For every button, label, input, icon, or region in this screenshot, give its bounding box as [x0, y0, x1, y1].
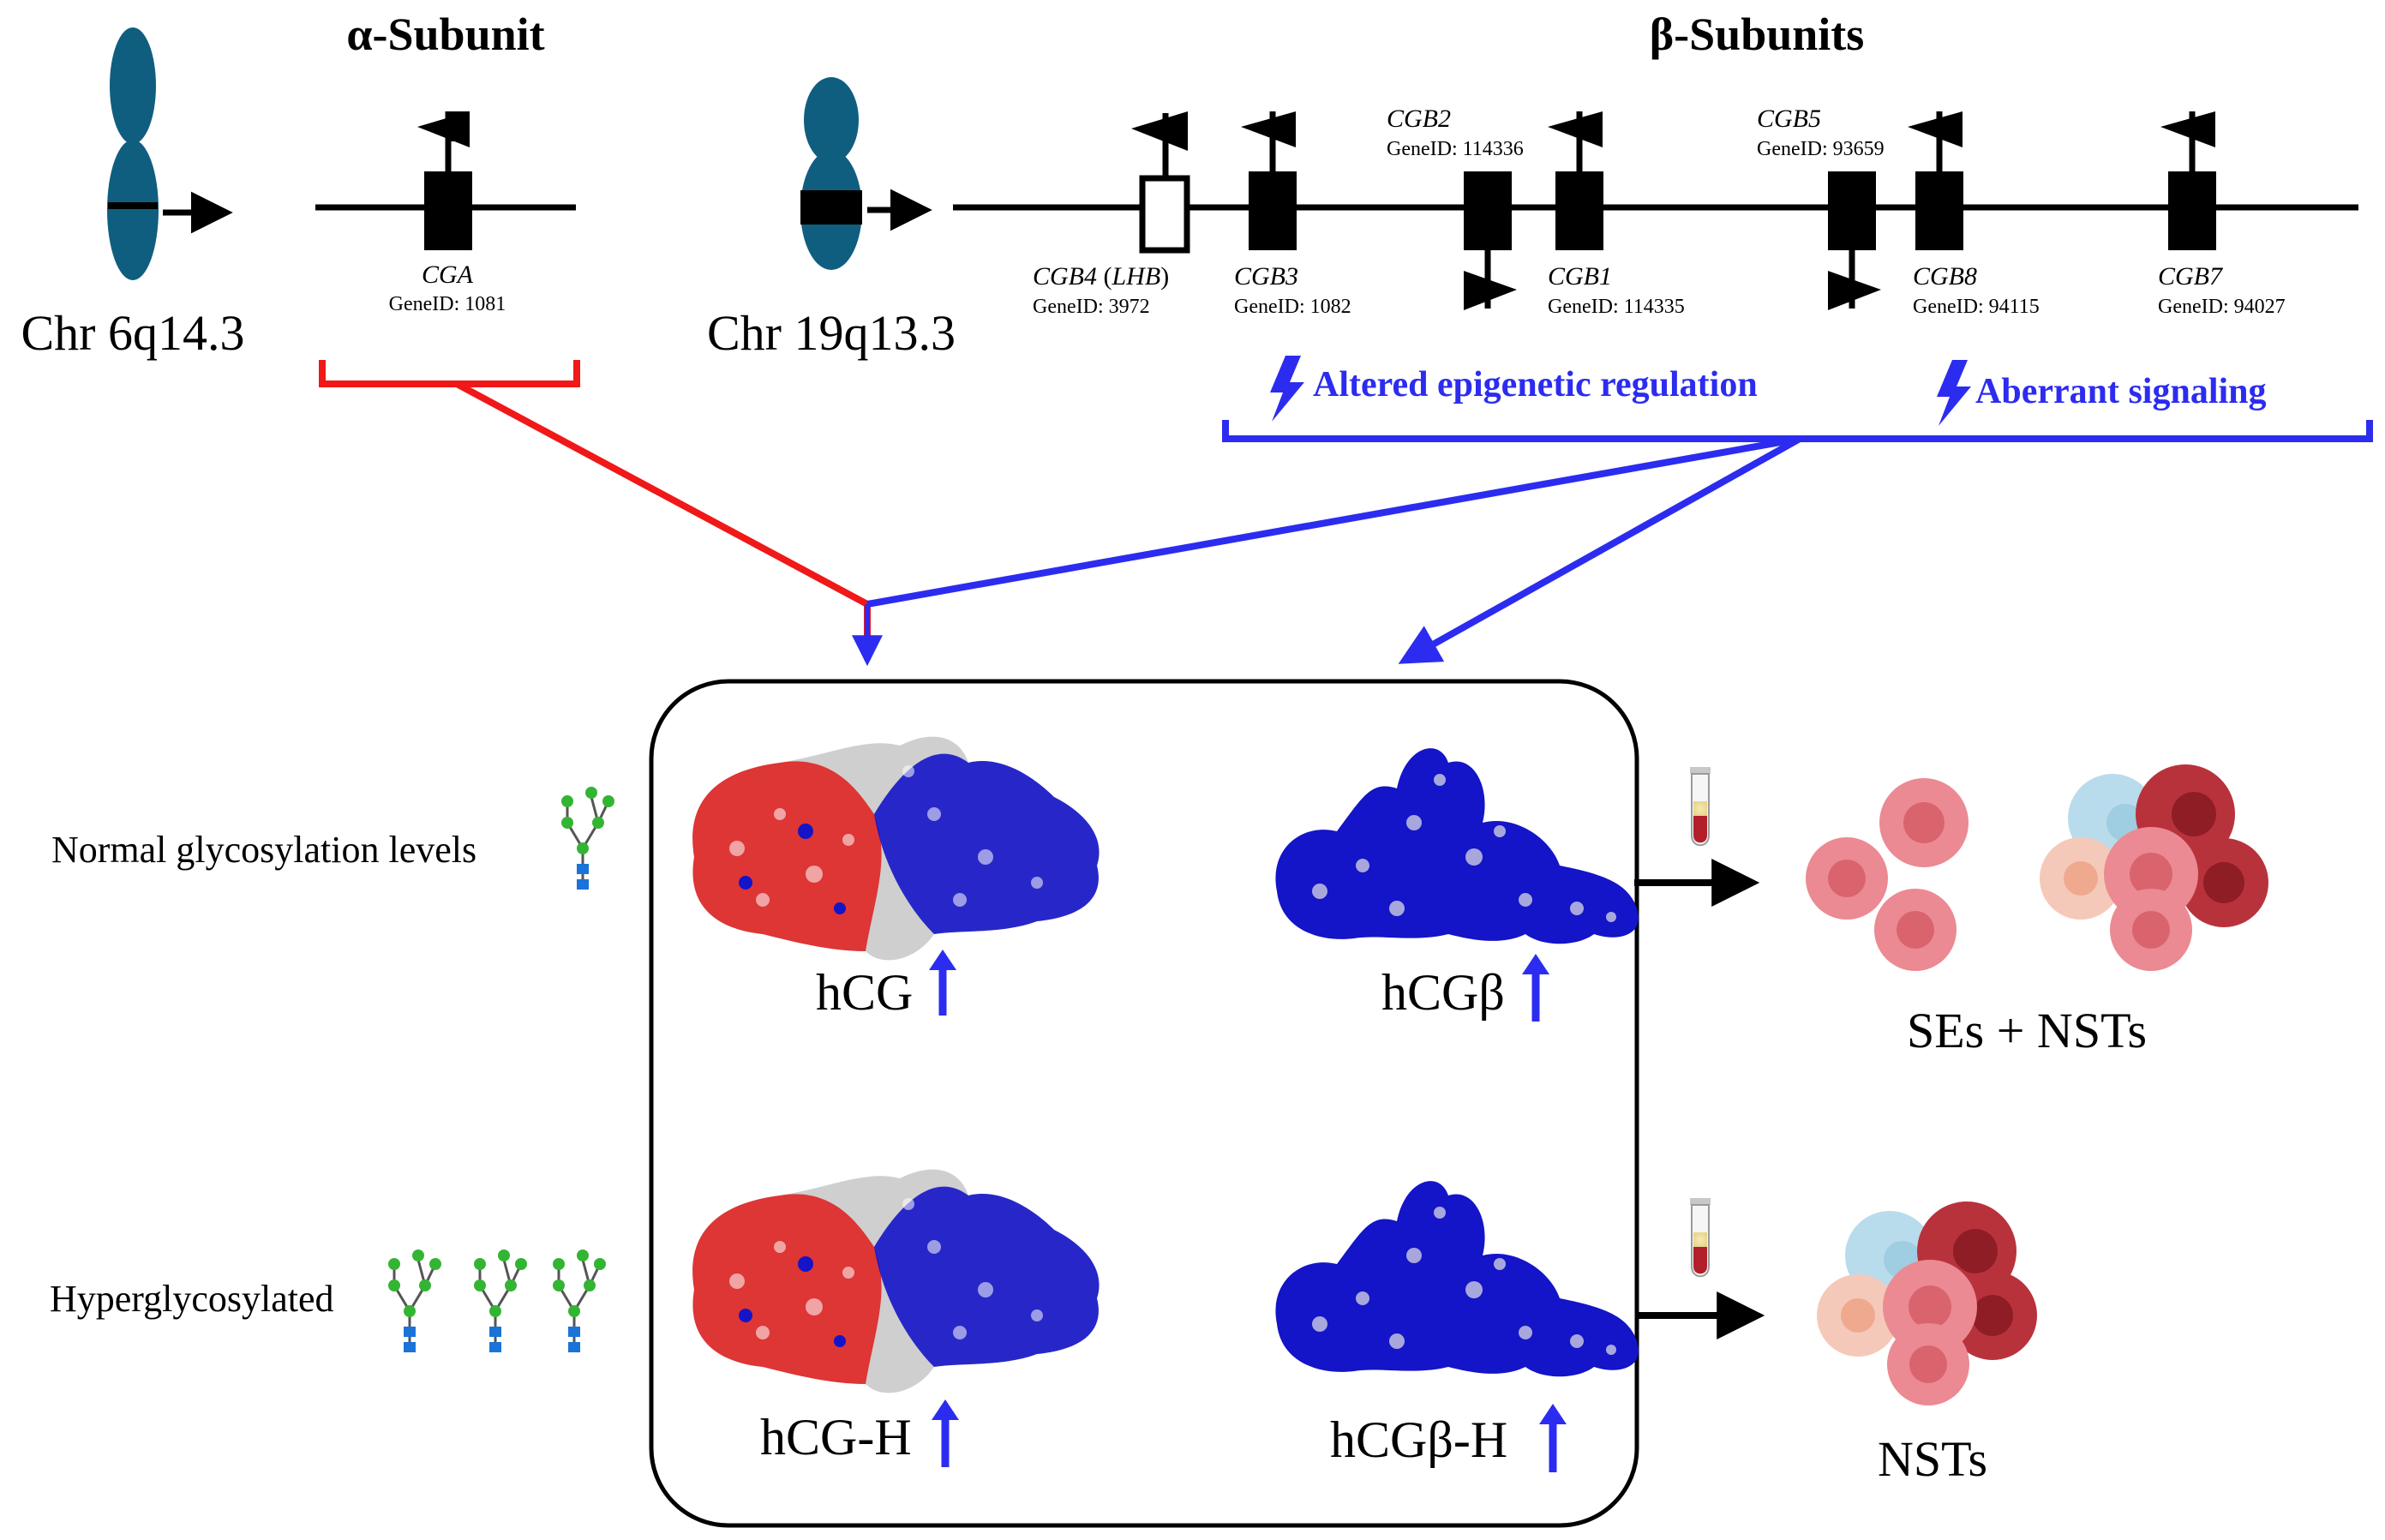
aberrant-signaling-label: Aberrant signaling: [1975, 372, 2267, 411]
epigenetic-regulation-label: Altered epigenetic regulation: [1313, 365, 1758, 404]
cgb3-gene-name: CGB3: [1234, 262, 1298, 291]
hcg-label: hCG: [816, 964, 913, 1021]
chromosome-19-icon: [800, 77, 862, 270]
hcg-h-label: hCG-H: [760, 1409, 912, 1465]
alpha-heading: α-Subunit: [346, 9, 544, 60]
up-arrow-icon: [932, 1399, 959, 1467]
outcome-label-hyper: NSTs: [1878, 1431, 1987, 1487]
blood-tube-icon: [1690, 1198, 1711, 1278]
beta-to-hcg-line: [866, 435, 1801, 608]
alpha-subunit-section: α-Subunit Chr 6q14.3 CGA GeneID: 1081: [21, 9, 580, 387]
chromosome-6-icon: [107, 27, 159, 280]
outcome-label-normal: SEs + NSTs: [1907, 1003, 2147, 1058]
up-arrow-icon: [929, 950, 956, 1016]
up-arrow-icon: [1539, 1404, 1567, 1472]
hcgb-h-label: hCGβ-H: [1330, 1411, 1507, 1468]
hcg-protein-structure: [692, 736, 1100, 961]
glycan-icon: [474, 1249, 527, 1352]
row-normal-glycosylation: Normal glycosylation levels hCG hCGβ: [51, 736, 2268, 1058]
alpha-bracket: [319, 360, 580, 387]
hormone-panel: [649, 679, 1639, 1528]
cgb3-gene-id: GeneID: 1082: [1234, 296, 1351, 318]
glycan-icon: [388, 1249, 441, 1352]
row-label-normal: Normal glycosylation levels: [51, 829, 476, 871]
cgb5-gene-name: CGB5: [1757, 105, 1821, 133]
alpha-to-hcg-line: [455, 381, 869, 608]
cgb5-gene-block: [1828, 171, 1881, 310]
cgb8-gene-name: CGB8: [1913, 262, 1977, 291]
lightning-icon: [1937, 360, 1971, 426]
row-label-hyper: Hyperglycosylated: [50, 1278, 334, 1320]
cgb2-gene-id: GeneID: 114336: [1387, 138, 1524, 160]
cgb1-gene-block: [1548, 111, 1603, 250]
beta-to-hcgb-arrow: [1398, 435, 1801, 664]
chromosome-19-label: Chr 19q13.3: [707, 305, 956, 361]
cgb4-gene-label: CGB4 (LHB): [1033, 262, 1169, 291]
cgb3-gene-block: [1241, 111, 1297, 250]
cgb4-gene-block: [1131, 111, 1190, 254]
glycan-icon: [553, 1249, 606, 1352]
nst-cells-cluster: [1817, 1201, 2037, 1405]
cgb7-gene-name: CGB7: [2158, 262, 2224, 291]
cgb7-gene-id: GeneID: 94027: [2158, 296, 2286, 318]
chromosome-6-label: Chr 6q14.3: [21, 305, 245, 361]
row-hyperglycosylated: Hyperglycosylated: [50, 1169, 2037, 1487]
tumor-cells-cluster: [1806, 778, 1969, 971]
cgb8-gene-block: [1908, 111, 1963, 250]
cgb1-gene-id: GeneID: 114335: [1548, 296, 1685, 318]
cgb2-gene-name: CGB2: [1387, 105, 1451, 133]
hcg-h-protein-structure: [692, 1169, 1100, 1393]
cgb1-gene-name: CGB1: [1548, 262, 1612, 291]
mixed-cells-cluster: [2040, 764, 2268, 971]
cgb5-gene-id: GeneID: 93659: [1757, 138, 1885, 160]
lightning-icon: [1270, 356, 1304, 422]
hcgb-label: hCGβ: [1381, 964, 1505, 1021]
cga-gene-block: [417, 111, 472, 250]
hcgb-h-protein-structure: [1275, 1181, 1639, 1377]
beta-subunit-section: β-Subunits Chr 19q13.3: [707, 9, 2373, 442]
blood-tube-icon: [1690, 767, 1711, 847]
cgb2-gene-block: [1464, 171, 1517, 310]
cgb4-gene-id: GeneID: 3972: [1033, 296, 1150, 318]
cga-gene-id: GeneID: 1081: [389, 293, 506, 315]
pathway-arrows: [455, 381, 1801, 667]
cgb8-gene-id: GeneID: 94115: [1913, 296, 2040, 318]
cga-gene-name: CGA: [422, 261, 474, 289]
hcgb-protein-structure: [1275, 748, 1639, 944]
glycan-icon: [561, 787, 614, 890]
cgb7-gene-block: [2160, 111, 2216, 250]
up-arrow-icon: [1522, 954, 1549, 1022]
beta-heading: β-Subunits: [1650, 9, 1865, 60]
